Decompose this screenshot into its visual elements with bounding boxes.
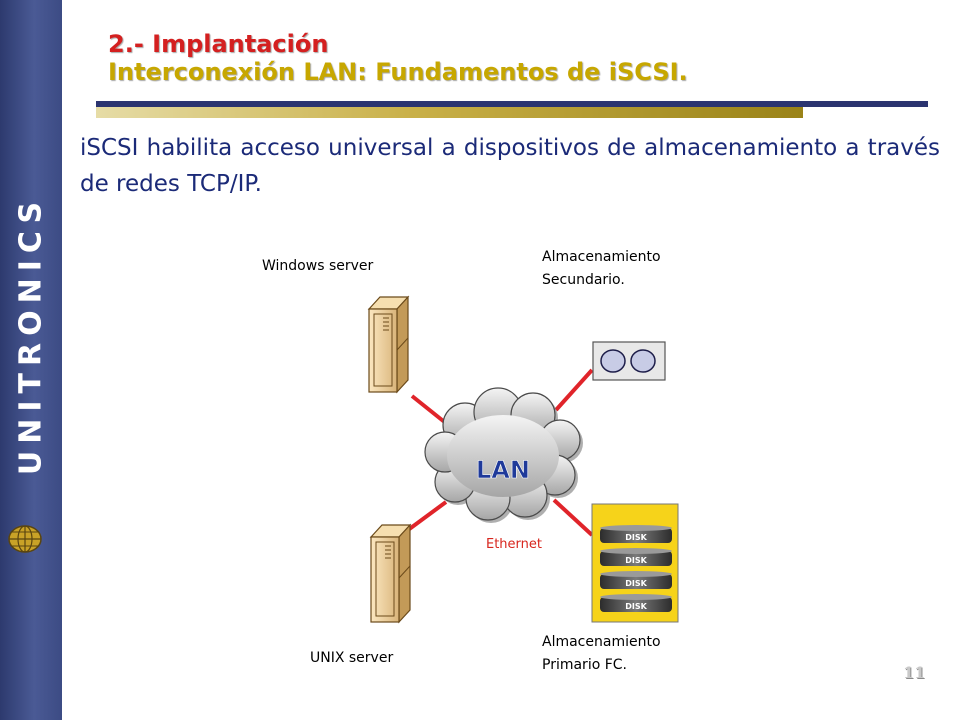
disk-2: DISK [600,548,672,566]
sidebar-band: UNITRONICS [0,0,62,720]
secondary-storage-label-line2: Secundario. [542,272,625,288]
link-primary-lan [552,498,594,537]
lan-cloud-icon: LAN [424,387,583,523]
link-secondary-lan [554,368,594,412]
secondary-storage-label-line1: Almacenamiento [542,249,661,265]
slide-title: Interconexión LAN: Fundamentos de iSCSI. [108,58,688,86]
globe-logo-icon [8,525,42,553]
intro-text: iSCSI habilita acceso universal a dispos… [80,135,940,197]
tape-storage-icon [592,341,666,381]
disk-array-icon: DISK DISK DISK DISK [591,503,679,623]
page-number: 11 [903,663,926,682]
title-rule-gold [96,107,803,118]
windows-server-icon [367,295,410,394]
svg-text:DISK: DISK [625,579,647,588]
unix-server-label: UNIX server [310,650,394,666]
svg-text:DISK: DISK [625,602,647,611]
windows-server-label: Windows server [262,258,374,274]
unix-server-icon [369,523,412,624]
svg-text:DISK: DISK [625,556,647,565]
title-rule-navy [96,101,928,107]
disk-1: DISK [600,525,672,543]
primary-storage-label-line1: Almacenamiento [542,634,661,650]
ethernet-label: Ethernet [486,537,542,552]
link-unix-lan [406,500,448,532]
disk-4: DISK [600,594,672,612]
svg-text:DISK: DISK [625,533,647,542]
primary-storage-label-line2: Primario FC. [542,657,627,673]
section-title: 2.- Implantación [108,30,329,58]
lan-label: LAN [476,456,530,484]
disk-3: DISK [600,571,672,589]
